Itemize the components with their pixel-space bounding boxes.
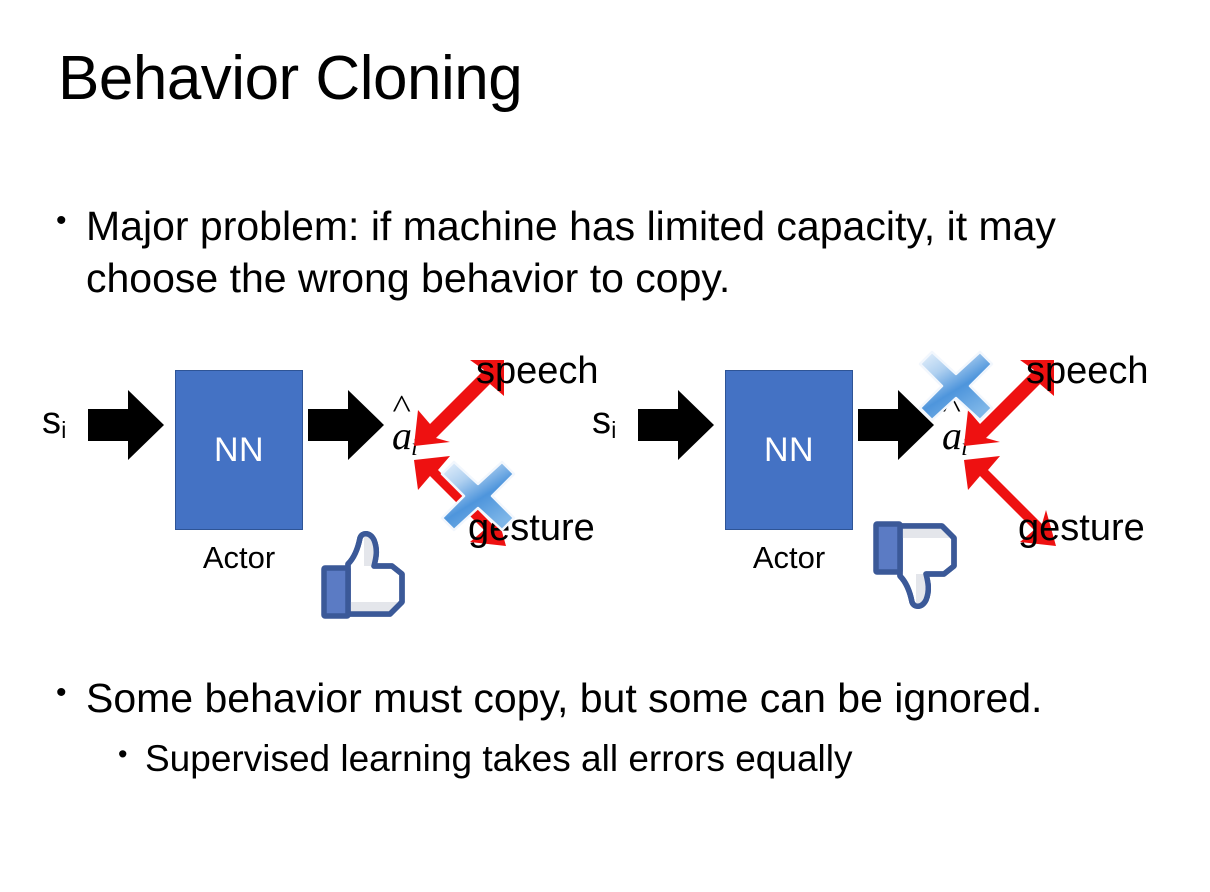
- branch-label-speech: speech: [476, 350, 599, 392]
- branch-arrow-gesture-icon: [958, 448, 1066, 556]
- cross-icon-gesture: [440, 460, 516, 532]
- action-subscript: i: [411, 433, 418, 461]
- diagram-right: si NN Actor ai: [560, 340, 1160, 640]
- action-label-right: ai: [942, 412, 969, 461]
- thumbs-down-icon: [870, 520, 962, 612]
- cross-icon-speech: [918, 350, 994, 422]
- branch-label-speech: speech: [1026, 350, 1149, 392]
- action-symbol: a: [392, 412, 412, 459]
- network-caption-right: Actor: [752, 540, 826, 575]
- network-label: NN: [213, 431, 265, 469]
- sub-bullet-marker: •: [118, 739, 128, 769]
- output-arrow-icon: [308, 388, 384, 462]
- state-subscript: i: [611, 417, 617, 444]
- sub-bullet-text: Supervised learning takes all errors equ…: [145, 738, 853, 779]
- network-box-left: NN: [175, 370, 303, 530]
- state-label-left: si: [42, 400, 66, 443]
- state-subscript: i: [61, 417, 67, 444]
- bullet-text: Major problem: if machine has limited ca…: [86, 203, 1056, 301]
- diagram-left: si NN Actor ai: [10, 340, 610, 640]
- branch-label-gesture: gesture: [1018, 507, 1145, 549]
- network-label: NN: [763, 431, 815, 469]
- action-label-left: ai: [392, 412, 419, 461]
- state-symbol: s: [42, 400, 61, 442]
- bullet-item-some-behavior: • Some behavior must copy, but some can …: [56, 672, 1156, 724]
- bullet-marker: •: [56, 676, 67, 709]
- network-box-right: NN: [725, 370, 853, 530]
- input-arrow-icon: [638, 388, 714, 462]
- input-arrow-icon: [88, 388, 164, 462]
- bullet-item-problem: • Major problem: if machine has limited …: [56, 200, 1136, 304]
- bullet-marker: •: [56, 204, 67, 237]
- state-label-right: si: [592, 400, 616, 443]
- state-symbol: s: [592, 400, 611, 442]
- network-caption-left: Actor: [202, 540, 276, 575]
- page-title: Behavior Cloning: [58, 44, 523, 113]
- branch-arrow-speech-icon: [408, 348, 516, 456]
- action-symbol: a: [942, 412, 962, 459]
- bullet-text: Some behavior must copy, but some can be…: [86, 675, 1043, 721]
- action-subscript: i: [961, 433, 968, 461]
- thumbs-up-icon: [318, 528, 410, 620]
- output-arrow-icon: [858, 388, 934, 462]
- bullet-item-supervised-learning: • Supervised learning takes all errors e…: [118, 735, 1168, 783]
- branch-arrow-speech-icon: [958, 348, 1066, 456]
